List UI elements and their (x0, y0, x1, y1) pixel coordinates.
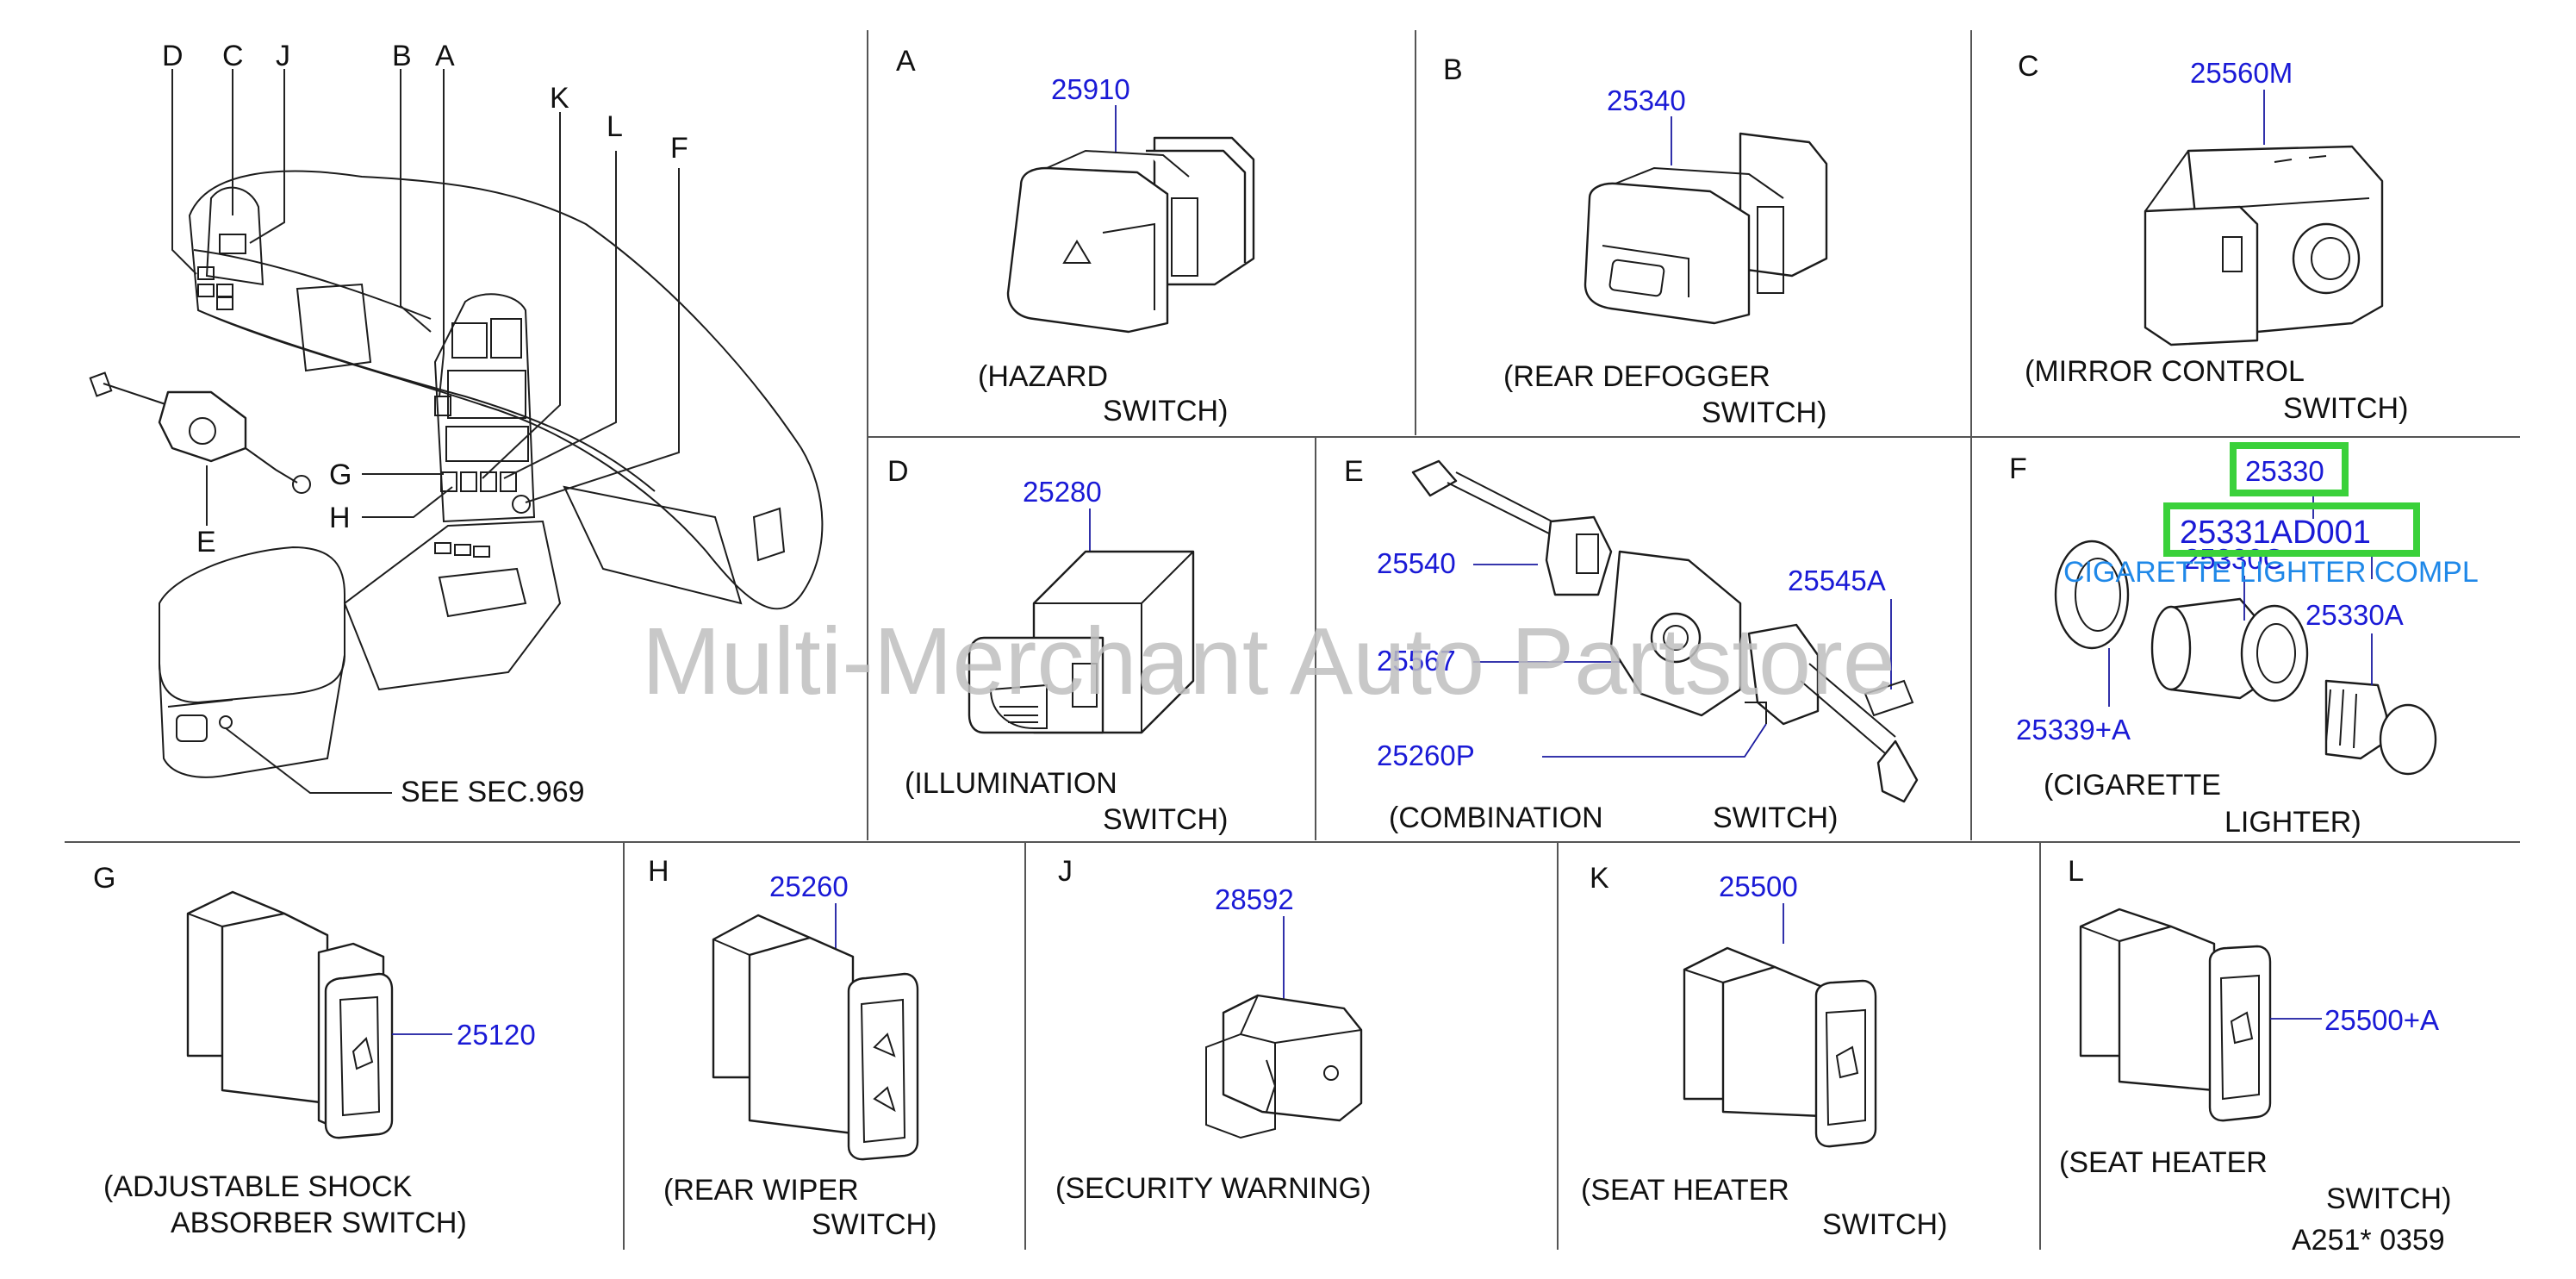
caption-line-1: (MIRROR CONTROL (2025, 355, 2305, 388)
cigarette-lighter-illustration (2054, 540, 2437, 776)
caption-line-1: (REAR WIPER (663, 1174, 859, 1207)
part-number-25330[interactable]: 25330 (2245, 455, 2324, 487)
part-number-25120[interactable]: 25120 (457, 1019, 536, 1051)
panel-letter: D (887, 455, 909, 488)
seat-heater-switch-illustration (1683, 946, 1877, 1148)
panel-letter: H (648, 855, 669, 888)
part-number-25340[interactable]: 25340 (1607, 84, 1686, 116)
panel-j: J 28592 (SECURITY WARNING) (1055, 855, 1371, 1205)
overview-callouts: D C J B A K L F G H E SEE SEC.969 (162, 40, 688, 808)
panel-g: G 25120 (ADJUSTABLE SHOCK ABSORBER SWITC… (93, 862, 536, 1239)
seat-heater-switch-illustration (2079, 908, 2272, 1122)
part-number-25331AD001[interactable]: 25331AD001 (2180, 515, 2371, 551)
shock-absorber-switch-illustration (186, 890, 394, 1139)
caption-line-1: (SEAT HEATER (1581, 1174, 1789, 1207)
panel-letter: K (1590, 862, 1609, 895)
panel-b: B 25340 (REAR DEFOGGER SWITCH) (1443, 53, 1828, 429)
caption-line-1: (ILLUMINATION (905, 767, 1117, 800)
panel-letter: B (1443, 53, 1463, 86)
panel-letter: F (2009, 452, 2027, 485)
part-number-25500-a[interactable]: 25500+A (2324, 1004, 2439, 1036)
mirror-control-switch-illustration (2144, 145, 2384, 346)
caption-line-2: SWITCH) (2326, 1182, 2451, 1215)
part-number-25540[interactable]: 25540 (1377, 547, 1456, 579)
callout-e[interactable]: E (196, 526, 216, 558)
callout-j[interactable]: J (276, 40, 290, 72)
illumination-switch-illustration (968, 550, 1195, 734)
overview-illustration (89, 69, 824, 794)
security-warning-switch-illustration (1205, 994, 1363, 1139)
highlight-25331AD001[interactable] (2163, 502, 2420, 557)
panel-letter: C (2018, 50, 2039, 83)
part-number-25339-a[interactable]: 25339+A (2016, 714, 2131, 746)
panel-h: H 25260 (REAR WIPER SWITCH) (648, 855, 936, 1241)
panel-a: A 25910 (HAZARD SWITCH) (896, 45, 1255, 427)
caption-line-1: (CIGARETTE (2044, 769, 2221, 802)
caption-line-2: SWITCH) (1103, 803, 1228, 836)
part-number-25910[interactable]: 25910 (1051, 73, 1130, 105)
highlight-25330[interactable] (2230, 442, 2349, 496)
part-number-25330A[interactable]: 25330A (2305, 599, 2404, 631)
panel-letter: L (2068, 855, 2084, 888)
part-number-25500[interactable]: 25500 (1719, 870, 1798, 902)
part-number-25545A[interactable]: 25545A (1788, 565, 1886, 596)
combination-switch-illustration (1411, 459, 1919, 803)
caption-line-2: SWITCH) (1103, 395, 1228, 427)
part-number-25560M[interactable]: 25560M (2190, 57, 2293, 89)
part-description-tooltip: CIGARETTE LIGHTER COMPL (2063, 556, 2479, 589)
caption-line-1: (SEAT HEATER (2059, 1146, 2268, 1179)
caption-line-2: LIGHTER) (2224, 806, 2361, 839)
caption-line-1: (HAZARD (978, 360, 1108, 393)
caption-line-2: SWITCH) (812, 1208, 936, 1241)
callout-c[interactable]: C (222, 40, 244, 72)
callout-g[interactable]: G (329, 459, 352, 491)
caption-line-1: (SECURITY WARNING) (1055, 1172, 1371, 1205)
part-number-25330C[interactable]: 25330C (2184, 543, 2284, 575)
panel-l: L 25500+A (SEAT HEATER SWITCH) (2059, 855, 2451, 1215)
part-number-25260P[interactable]: 25260P (1377, 739, 1475, 771)
panel-letter: J (1058, 855, 1073, 888)
rear-wiper-switch-illustration (712, 914, 919, 1161)
callout-k[interactable]: K (550, 82, 569, 115)
see-section-note: SEE SEC.969 (401, 776, 585, 808)
watermark-text: Multi-Merchant Auto Partstore (642, 608, 1895, 714)
callout-b[interactable]: B (392, 40, 412, 72)
part-number-25280[interactable]: 25280 (1023, 476, 1102, 508)
caption-line-1: (REAR DEFOGGER (1503, 360, 1770, 393)
caption-line-2: SWITCH) (1713, 802, 1838, 834)
part-number-25260[interactable]: 25260 (769, 870, 849, 902)
caption-line-1: (COMBINATION (1389, 802, 1603, 834)
callout-l[interactable]: L (607, 110, 623, 143)
panel-f: F 25330C 25330A 25339+A CIGARETTE LIGHTE… (2009, 442, 2479, 839)
diagram-code: A251* 0359 (2292, 1224, 2445, 1257)
hazard-switch-illustration (1006, 136, 1255, 334)
panel-c: C 25560M (MIRROR CONTROL SWITCH) (2018, 50, 2408, 425)
panel-d: D 25280 (ILLUMINATION SWITCH) (887, 455, 1228, 836)
caption-line-2: SWITCH) (1822, 1208, 1947, 1241)
panel-letter: G (93, 862, 115, 895)
caption-line-2: ABSORBER SWITCH) (171, 1207, 467, 1239)
callout-h[interactable]: H (329, 502, 351, 534)
caption-line-2: SWITCH) (2283, 392, 2408, 425)
panel-letter: E (1344, 455, 1364, 488)
part-number-25567[interactable]: 25567 (1377, 645, 1456, 677)
caption-line-1: (ADJUSTABLE SHOCK (103, 1170, 413, 1203)
panel-e: E 25540 25567 25260P 25545A (COMBINATION… (1344, 455, 1919, 834)
callout-f[interactable]: F (670, 132, 688, 165)
part-number-28592[interactable]: 28592 (1215, 883, 1294, 915)
rear-defogger-switch-illustration (1584, 132, 1828, 325)
callout-a[interactable]: A (435, 40, 455, 72)
caption-line-2: SWITCH) (1702, 396, 1826, 429)
callout-d[interactable]: D (162, 40, 184, 72)
panel-letter: A (896, 45, 916, 78)
grid-lines (65, 30, 2520, 1250)
panel-k: K 25500 (SEAT HEATER SWITCH) (1581, 862, 1947, 1241)
